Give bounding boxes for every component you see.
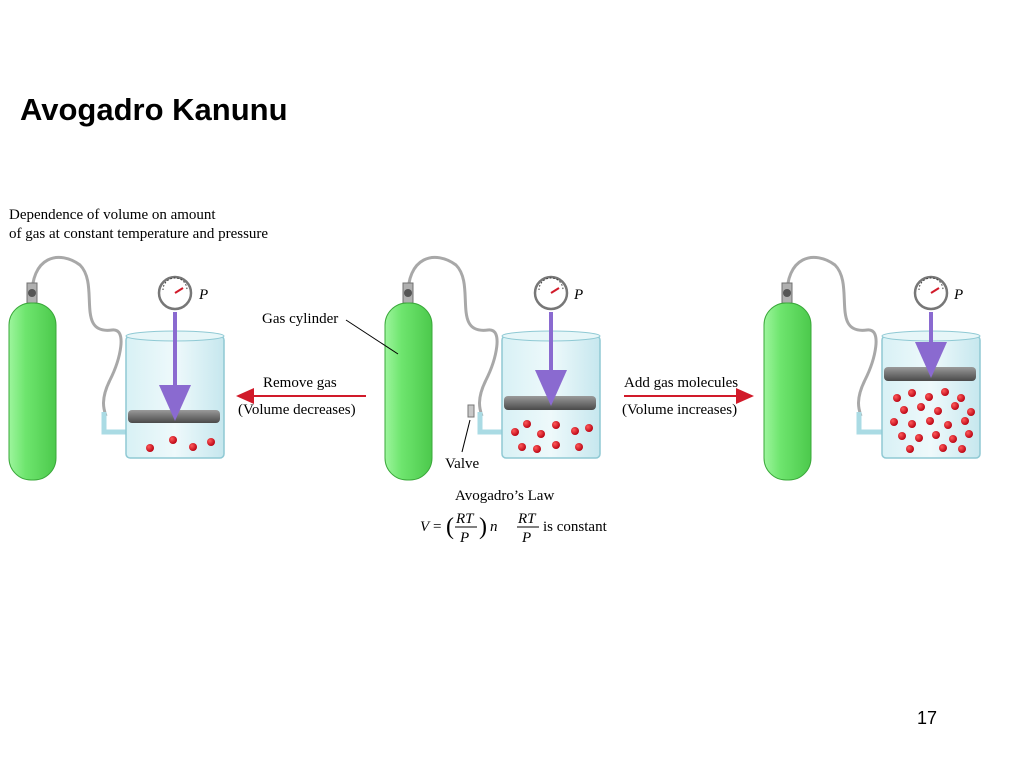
molecules-right xyxy=(890,388,975,453)
gas-cylinder-middle xyxy=(384,302,433,481)
gas-cylinder-right xyxy=(763,302,812,481)
valve-middle xyxy=(467,404,475,418)
inlet-pipe-right xyxy=(856,412,885,435)
hose-left xyxy=(30,256,123,417)
piston-left xyxy=(128,410,220,423)
piston-right xyxy=(884,367,976,381)
slide-title: Avogadro Kanunu xyxy=(20,92,288,127)
apparatus-left: P xyxy=(8,256,225,481)
page-number: 17 xyxy=(917,708,938,728)
valve-leader xyxy=(461,419,471,453)
volume-increases-label: (Volume increases) xyxy=(622,402,737,418)
volume-decreases-label: (Volume decreases) xyxy=(238,402,356,418)
molecules-middle xyxy=(511,420,593,453)
eq-volume: V xyxy=(420,519,431,535)
pressure-label-left: P xyxy=(198,287,208,303)
inlet-pipe-left xyxy=(101,412,130,435)
hose-right xyxy=(785,256,878,417)
law-title: Avogadro’s Law xyxy=(455,488,554,504)
caption-line-1: Dependence of volume on amount xyxy=(9,207,216,223)
apparatus-right: P xyxy=(763,256,981,481)
gas-cylinder-left xyxy=(8,302,57,481)
figure-caption: Dependence of volume on amount of gas at… xyxy=(9,206,268,244)
molecules-left xyxy=(146,436,215,452)
inlet-pipe-middle xyxy=(477,412,506,435)
eq-rt-1: RT xyxy=(455,511,475,527)
piston-middle xyxy=(504,396,596,410)
pressure-label-right: P xyxy=(953,287,963,303)
eq-p-2: P xyxy=(521,530,531,546)
remove-gas-label: Remove gas xyxy=(263,375,337,391)
valve-knob-right xyxy=(783,289,791,297)
avogadro-law-equation: Avogadro’s Law V = ( RT P ) n RT P is co… xyxy=(420,488,608,546)
valve-knob-middle xyxy=(404,289,412,297)
caption-line-2: of gas at constant temperature and press… xyxy=(9,226,269,242)
pressure-label-middle: P xyxy=(573,287,583,303)
eq-open-paren: ( xyxy=(446,514,454,540)
apparatus-middle: P xyxy=(384,256,601,481)
eq-rt-2: RT xyxy=(517,511,537,527)
valve-label: Valve xyxy=(445,456,479,472)
hose-middle xyxy=(406,256,499,417)
eq-p-1: P xyxy=(459,530,469,546)
gas-cylinder-leader xyxy=(345,319,399,355)
add-gas-label: Add gas molecules xyxy=(624,375,738,391)
eq-close-paren: ) xyxy=(479,514,487,540)
eq-equals: = xyxy=(433,519,441,535)
valve-knob-left xyxy=(28,289,36,297)
eq-n: n xyxy=(490,519,498,535)
gas-cylinder-label: Gas cylinder xyxy=(262,311,338,327)
eq-constant: is constant xyxy=(543,519,608,535)
